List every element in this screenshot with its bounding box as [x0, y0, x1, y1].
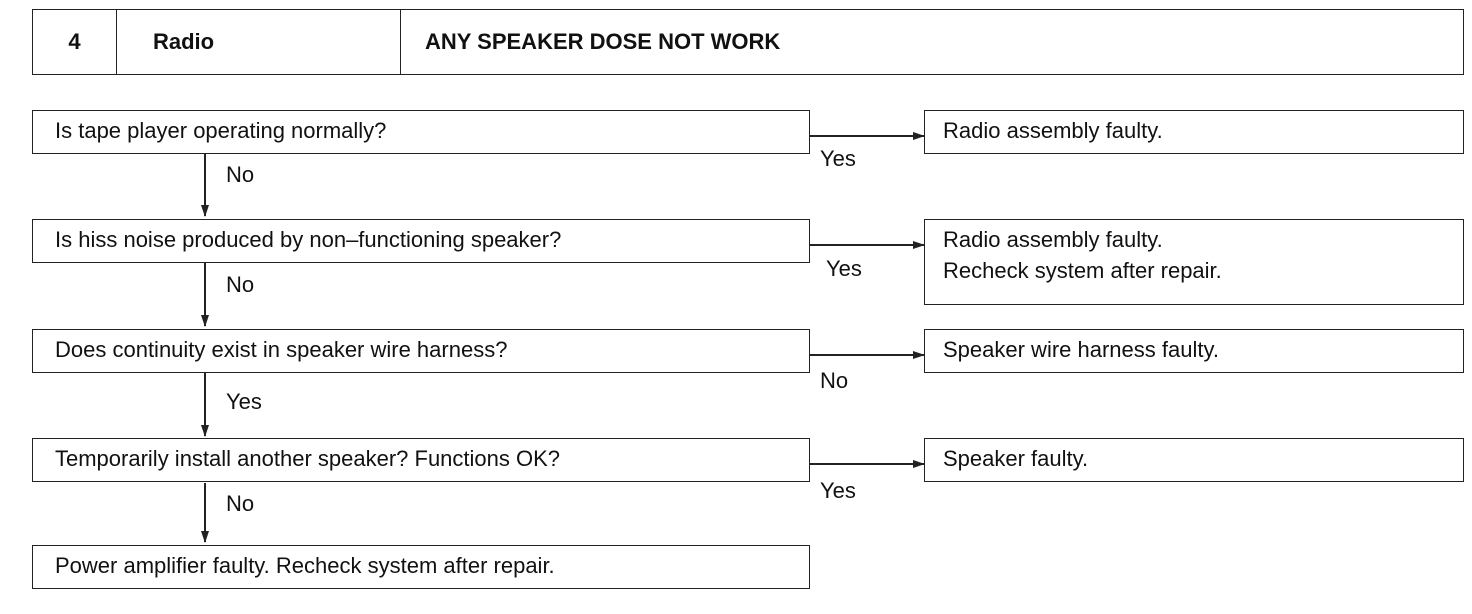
procedure-number: 4 — [33, 10, 117, 74]
down-label-4: No — [226, 491, 255, 516]
branch-label-1: Yes — [820, 146, 856, 171]
symptom-title: ANY SPEAKER DOSE NOT WORK — [425, 29, 781, 54]
question-box-3: Does continuity exist in speaker wire ha… — [32, 329, 810, 373]
result-text-4-line-1: Speaker faulty. — [943, 446, 1089, 471]
question-box-2: Is hiss noise produced by non–functionin… — [32, 219, 810, 263]
result-text-3-line-1: Speaker wire harness faulty. — [943, 337, 1219, 362]
procedure-header: 4 Radio ANY SPEAKER DOSE NOT WORK — [32, 9, 1464, 75]
result-text-2-line-2: Recheck system after repair. — [943, 258, 1222, 283]
result-text-2-line-1: Radio assembly faulty. — [943, 227, 1163, 252]
down-label-2: No — [226, 272, 255, 297]
branch-label-3: No — [820, 368, 849, 393]
final-result-box: Power amplifier faulty. Recheck system a… — [32, 545, 810, 589]
branch-label-4: Yes — [820, 478, 856, 503]
question-text-1: Is tape player operating normally? — [55, 118, 387, 143]
question-box-4: Temporarily install another speaker? Fun… — [32, 438, 810, 482]
question-text-2: Is hiss noise produced by non–functionin… — [55, 227, 562, 252]
final-result-text: Power amplifier faulty. Recheck system a… — [55, 553, 555, 578]
system-name: Radio — [117, 10, 401, 74]
question-text-3: Does continuity exist in speaker wire ha… — [55, 337, 508, 362]
down-label-3: Yes — [226, 389, 262, 414]
result-box-1: Radio assembly faulty. — [924, 110, 1464, 154]
result-box-4: Speaker faulty. — [924, 438, 1464, 482]
down-label-1: No — [226, 162, 255, 187]
question-box-1: Is tape player operating normally? — [32, 110, 810, 154]
result-text-1-line-1: Radio assembly faulty. — [943, 118, 1163, 143]
result-box-2: Radio assembly faulty. Recheck system af… — [924, 219, 1464, 305]
question-text-4: Temporarily install another speaker? Fun… — [55, 446, 561, 471]
result-box-3: Speaker wire harness faulty. — [924, 329, 1464, 373]
branch-label-2: Yes — [826, 256, 862, 281]
